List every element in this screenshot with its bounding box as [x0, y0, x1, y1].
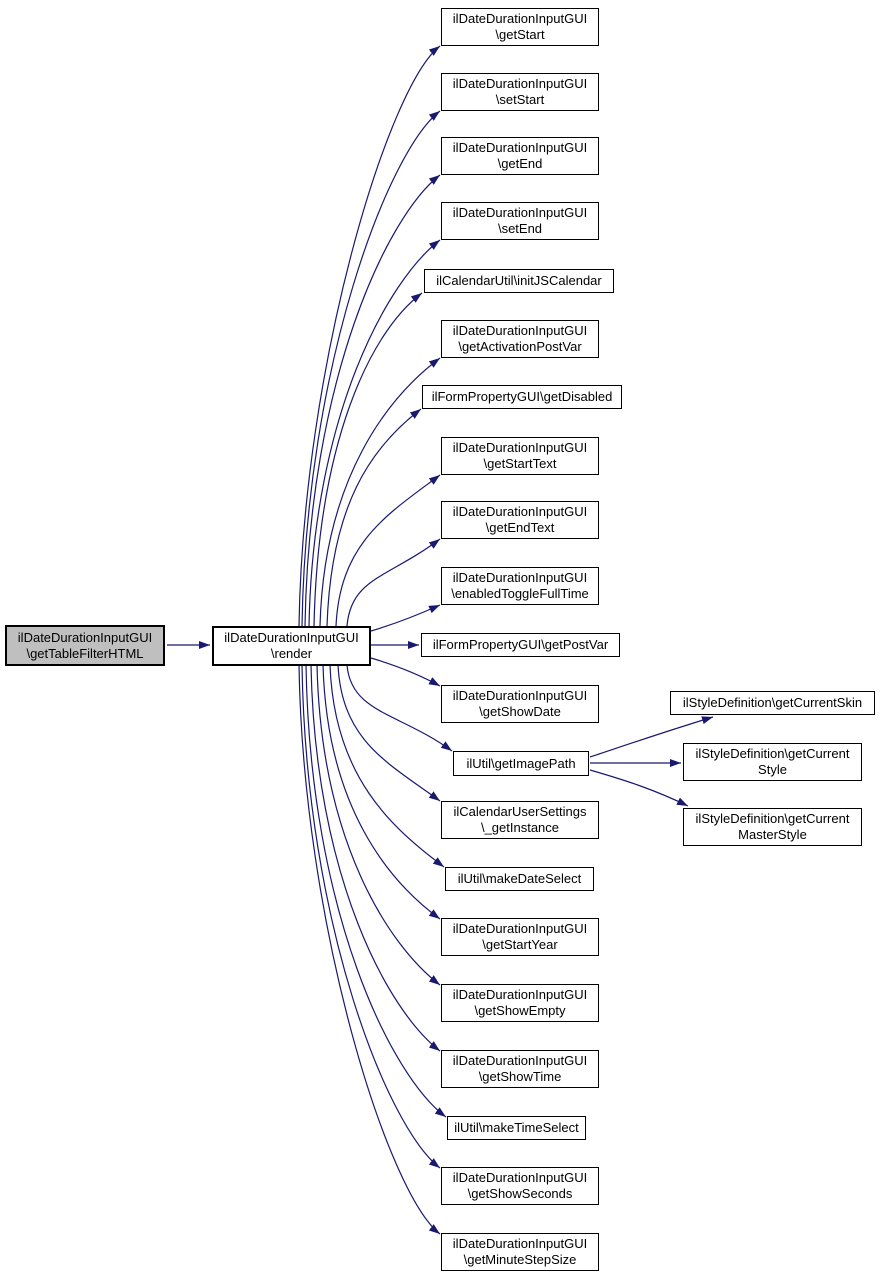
edge-render-enabledToggleFullTime: [370, 604, 441, 632]
node-render[interactable]: ilDateDurationInputGUI \render: [212, 626, 371, 666]
edge-render-getShowDate: [370, 657, 441, 687]
edge-render-getStartYear: [322, 664, 441, 920]
edge-render-getEndText: [346, 538, 441, 627]
edge-render-setEnd: [308, 239, 441, 627]
node-getShowTime[interactable]: ilDateDurationInputGUI \getShowTime: [441, 1050, 599, 1088]
edge-render-getImagePath: [346, 664, 453, 752]
edge-render-makeTimeSelect: [305, 664, 447, 1118]
node-getCurrentSkin[interactable]: ilStyleDefinition\getCurrentSkin: [670, 691, 875, 715]
edge-render-getShowTime: [310, 664, 441, 1052]
node-enabledToggleFullTime[interactable]: ilDateDurationInputGUI \enabledToggleFul…: [441, 567, 599, 605]
edge-render-getStart: [298, 45, 441, 627]
edge-render-initJSCalendar: [313, 292, 423, 627]
node-makeTimeSelect[interactable]: ilUtil\makeTimeSelect: [447, 1116, 586, 1140]
node-getPostVar[interactable]: ilFormPropertyGUI\getPostVar: [421, 633, 620, 657]
edge-render-getActivationPostVar: [319, 357, 441, 627]
edge-render-getEnd: [304, 174, 441, 627]
edge-render-getInstance: [337, 664, 441, 802]
node-getShowDate[interactable]: ilDateDurationInputGUI \getShowDate: [441, 685, 599, 723]
node-setStart[interactable]: ilDateDurationInputGUI \setStart: [441, 73, 599, 111]
node-getImagePath[interactable]: ilUtil\getImagePath: [453, 751, 589, 776]
node-getActivationPostVar[interactable]: ilDateDurationInputGUI \getActivationPos…: [441, 320, 599, 358]
node-getEndText[interactable]: ilDateDurationInputGUI \getEndText: [441, 501, 599, 539]
node-getCurrentStyle[interactable]: ilStyleDefinition\getCurrent Style: [683, 743, 862, 781]
node-getStart[interactable]: ilDateDurationInputGUI \getStart: [441, 8, 599, 46]
node-getDisabled[interactable]: ilFormPropertyGUI\getDisabled: [422, 385, 622, 409]
edge-render-makeDateSelect: [329, 664, 445, 868]
edge-getImagePath-getCurrentMasterStyle: [589, 769, 689, 807]
node-getInstance[interactable]: ilCalendarUserSettings \_getInstance: [441, 801, 599, 839]
node-getTableFilterHTML[interactable]: ilDateDurationInputGUI \getTableFilterHT…: [5, 625, 165, 666]
edge-render-getMinuteStepSize: [298, 664, 441, 1235]
node-makeDateSelect[interactable]: ilUtil\makeDateSelect: [445, 867, 594, 891]
node-getStartText[interactable]: ilDateDurationInputGUI \getStartText: [441, 437, 599, 475]
edge-render-getShowEmpty: [316, 664, 441, 986]
edge-render-getShowSeconds: [301, 664, 441, 1169]
node-getShowSeconds[interactable]: ilDateDurationInputGUI \getShowSeconds: [441, 1167, 599, 1205]
node-getMinuteStepSize[interactable]: ilDateDurationInputGUI \getMinuteStepSiz…: [441, 1233, 599, 1271]
edge-getImagePath-getCurrentSkin: [589, 716, 714, 758]
node-setEnd[interactable]: ilDateDurationInputGUI \setEnd: [441, 202, 599, 240]
edge-render-getDisabled: [326, 408, 422, 627]
node-getStartYear[interactable]: ilDateDurationInputGUI \getStartYear: [441, 918, 599, 956]
node-getEnd[interactable]: ilDateDurationInputGUI \getEnd: [441, 137, 599, 175]
edge-render-setStart: [301, 110, 441, 627]
node-getCurrentMasterStyle[interactable]: ilStyleDefinition\getCurrent MasterStyle: [683, 808, 862, 846]
edge-render-getStartText: [335, 474, 441, 627]
node-initJSCalendar[interactable]: ilCalendarUtil\initJSCalendar: [424, 269, 614, 293]
node-getShowEmpty[interactable]: ilDateDurationInputGUI \getShowEmpty: [441, 984, 599, 1022]
